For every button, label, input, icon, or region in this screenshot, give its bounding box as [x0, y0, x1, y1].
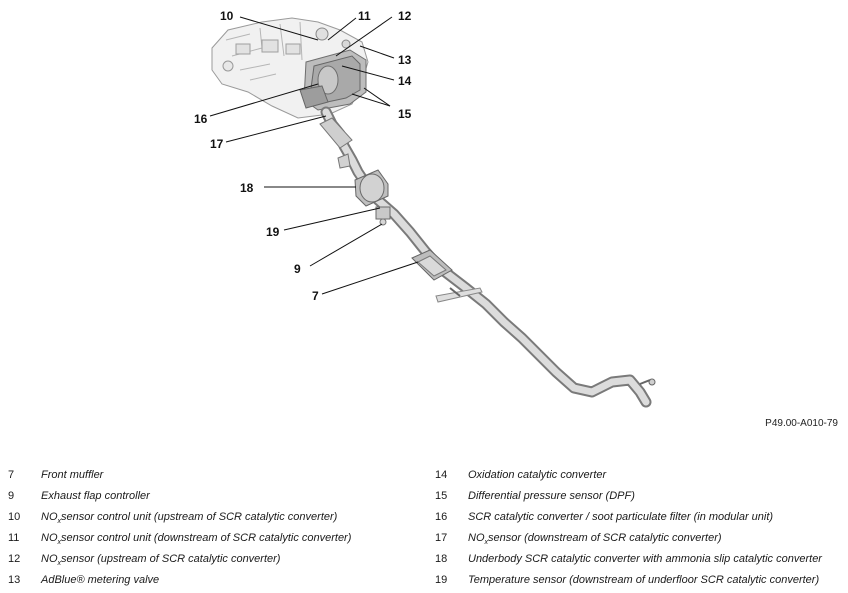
callout-11: 11 — [358, 9, 371, 23]
callout-16: 16 — [194, 112, 208, 126]
legend-label: Oxidation catalytic converter — [468, 469, 607, 481]
legend-label: AdBlue® metering valve — [41, 574, 160, 586]
legend-number: 17 — [435, 532, 448, 544]
figure-code: P49.00-A010-79 — [765, 418, 838, 429]
legend-label: Exhaust flap controller — [41, 490, 150, 502]
callout-17: 17 — [210, 137, 224, 151]
legend-number: 10 — [8, 511, 21, 523]
legend-label: NOxsensor control unit (downstream of SC… — [41, 532, 352, 547]
exhaust-pipe — [319, 106, 656, 408]
legend-number: 15 — [435, 490, 448, 502]
callout-9: 9 — [294, 262, 301, 276]
exhaust-system-diagram: 10 11 12 13 14 15 16 17 18 19 9 7 — [194, 9, 656, 408]
legend-label: NOxsensor (downstream of SCR catalytic c… — [468, 532, 722, 547]
legend-label: SCR catalytic converter / soot particula… — [468, 511, 774, 523]
callout-18: 18 — [240, 181, 254, 195]
legend-number: 9 — [8, 490, 15, 502]
callout-15: 15 — [398, 107, 412, 121]
legend-number: 13 — [8, 574, 21, 586]
legend-number: 19 — [435, 574, 448, 586]
callout-13: 13 — [398, 53, 412, 67]
callout-19: 19 — [266, 225, 280, 239]
callout-10: 10 — [220, 9, 234, 23]
callout-14: 14 — [398, 74, 412, 88]
callout-7: 7 — [312, 289, 319, 303]
legend-label: Differential pressure sensor (DPF) — [468, 490, 635, 502]
legend-number: 14 — [435, 469, 448, 481]
callout-12: 12 — [398, 9, 412, 23]
legend-label: NOxsensor control unit (upstream of SCR … — [41, 511, 338, 526]
legend-label: Front muffler — [41, 469, 104, 481]
legend-number: 7 — [8, 469, 15, 481]
legend-number: 12 — [8, 553, 21, 565]
legend-number: 11 — [8, 532, 20, 544]
legend-label: NOxsensor (upstream of SCR catalytic con… — [41, 553, 281, 568]
leader-lines — [209, 16, 419, 295]
legend-number: 16 — [435, 511, 448, 523]
catalytic-module — [299, 49, 367, 111]
legend-label: Underbody SCR catalytic converter with a… — [468, 553, 822, 565]
legend-number: 18 — [435, 553, 448, 565]
legend-label: Temperature sensor (downstream of underf… — [468, 574, 820, 586]
